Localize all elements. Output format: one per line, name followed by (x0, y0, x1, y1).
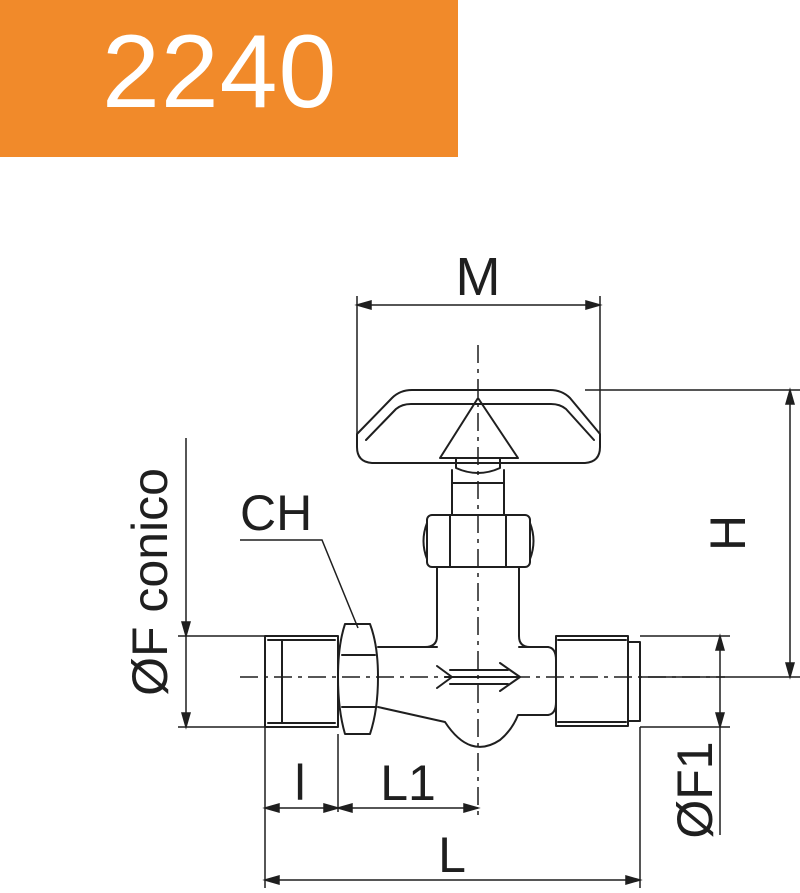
dim-label-l-small: l (294, 755, 305, 811)
dim-label-f1: ØF1 (667, 741, 723, 838)
dim-label-l: L (438, 827, 466, 883)
product-code: 2240 (102, 14, 338, 130)
dimension-lines (178, 296, 800, 888)
dim-label-m: M (456, 247, 501, 307)
center-lines (240, 345, 725, 820)
left-thread-connection (264, 635, 339, 728)
handwheel (356, 389, 601, 474)
dim-label-ch: CH (240, 485, 312, 541)
dim-label-l1: L1 (380, 755, 436, 811)
product-code-banner: 2240 (0, 0, 458, 157)
valve-body (377, 635, 557, 748)
dim-label-h: H (700, 515, 756, 551)
bonnet-neck (436, 566, 520, 637)
hex-ch (337, 623, 379, 735)
right-thread-connection (555, 635, 641, 727)
dim-label-f-conico: ØF conico (122, 468, 178, 696)
